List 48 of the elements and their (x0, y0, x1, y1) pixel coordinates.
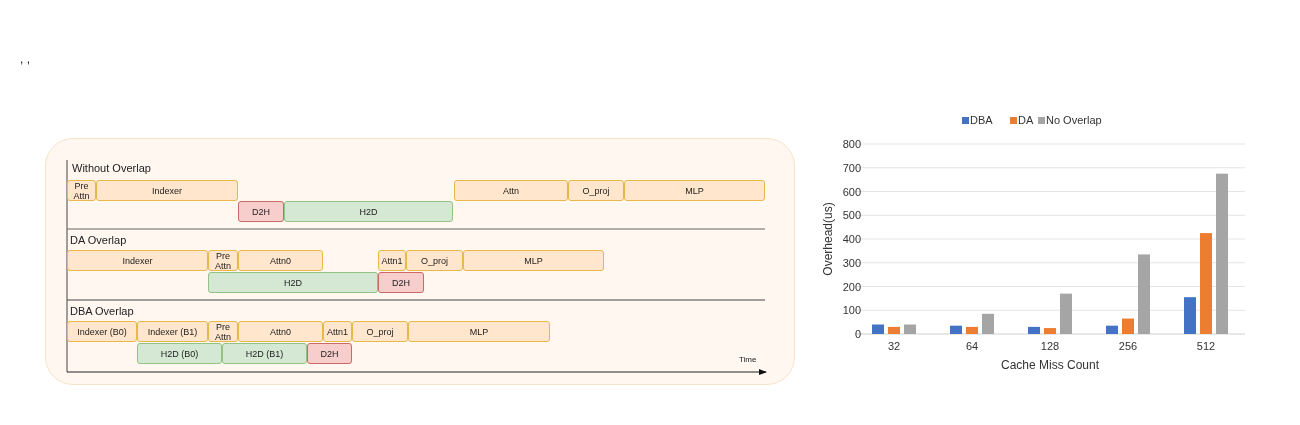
transfer-block: D2H (238, 201, 284, 222)
tick-label: 0 (854, 328, 861, 340)
compute-block: Pre Attn (208, 321, 238, 342)
tick-label: 700 (842, 161, 861, 174)
compute-block: MLP (463, 250, 604, 271)
section-title: Without Overlap (72, 162, 151, 174)
compute-block: MLP (408, 321, 550, 342)
tick-label: 100 (842, 304, 861, 317)
tick-label: 256 (1118, 340, 1138, 352)
compute-block: O_proj (406, 250, 463, 271)
tick-label: 128 (1040, 340, 1060, 352)
compute-block: Indexer (B0) (67, 321, 137, 342)
stray-text: , , (20, 52, 30, 66)
compute-block: Attn0 (238, 250, 323, 271)
compute-block: Indexer (B1) (137, 321, 208, 342)
tick-label: 200 (842, 280, 861, 293)
section-title: DBA Overlap (70, 305, 134, 317)
tick-label: 400 (842, 233, 861, 245)
compute-block: Attn0 (238, 321, 323, 342)
tick-label: 64 (965, 340, 979, 352)
compute-block: O_proj (352, 321, 408, 342)
compute-block: Attn (454, 180, 568, 201)
axis-title: Overhead(us) (821, 202, 835, 276)
transfer-block: H2D (284, 201, 453, 222)
compute-block: Pre Attn (208, 250, 238, 271)
compute-block: O_proj (568, 180, 624, 201)
compute-block: Indexer (96, 180, 238, 201)
tick-label: 300 (842, 256, 861, 269)
transfer-block: H2D (B1) (222, 343, 307, 364)
axis-title: Cache Miss Count (1001, 358, 1099, 372)
tick-label: 512 (1196, 340, 1216, 352)
transfer-block: D2H (307, 343, 352, 364)
compute-block: Indexer (67, 250, 208, 271)
transfer-block: H2D (B0) (137, 343, 222, 364)
legend-label: No Overlap (1046, 114, 1102, 126)
transfer-block: D2H (378, 272, 424, 293)
compute-block: Pre Attn (67, 180, 96, 201)
tick-label: 600 (842, 185, 861, 198)
compute-block: Attn1 (323, 321, 352, 342)
tick-label: 800 (842, 138, 861, 150)
axis-label: Time (739, 355, 757, 364)
legend-label: DBA (970, 114, 993, 126)
legend-label: DA (1018, 114, 1034, 126)
compute-block: Attn1 (378, 250, 406, 271)
transfer-block: H2D (208, 272, 378, 293)
compute-block: MLP (624, 180, 765, 201)
tick-label: 500 (842, 209, 861, 222)
tick-label: 32 (887, 340, 901, 352)
